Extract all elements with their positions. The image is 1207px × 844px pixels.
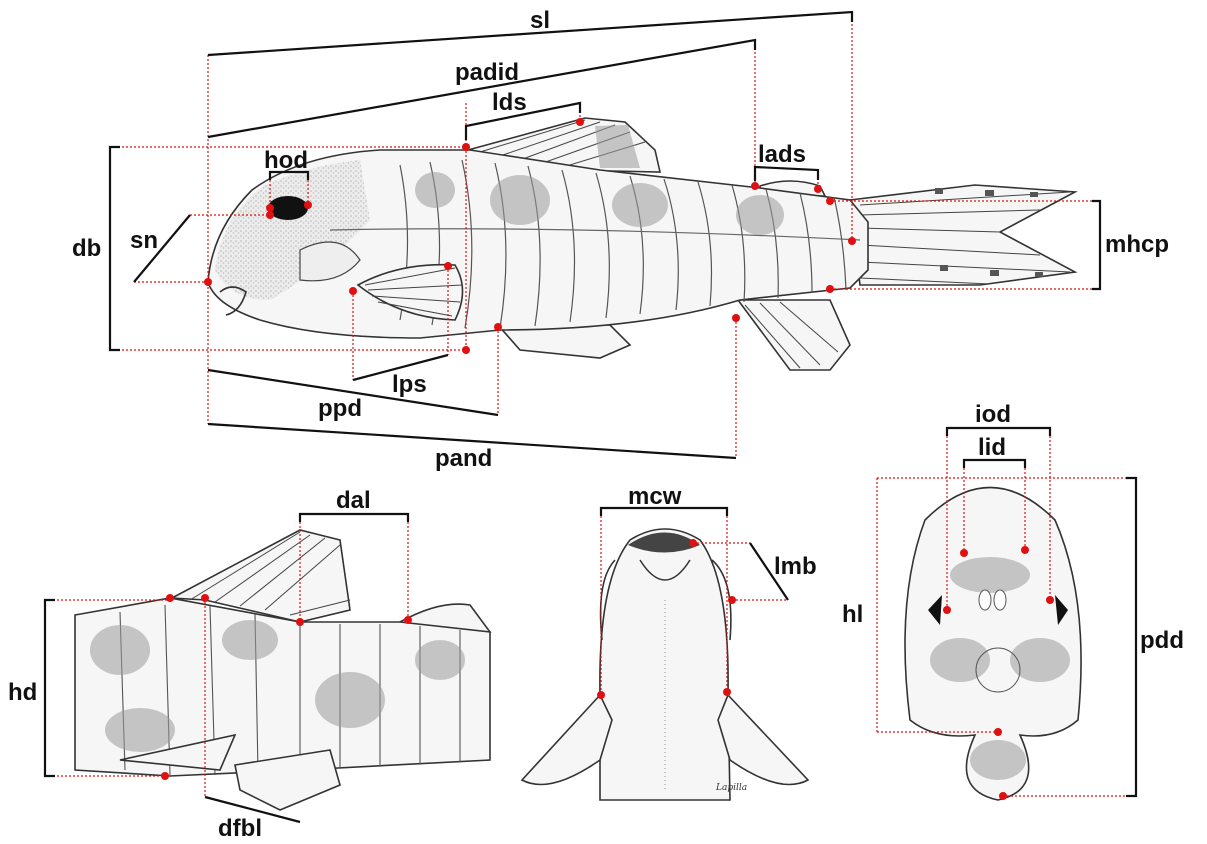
label-mcw: mcw [628, 483, 682, 510]
label-hd: hd [8, 679, 37, 706]
label-db: db [72, 235, 101, 262]
lid-bar [964, 460, 1025, 468]
label-mhcp: mhcp [1105, 231, 1169, 258]
dorsal-adipose-closeup [75, 530, 490, 810]
anal-fin [738, 300, 850, 370]
ventral-left-pectoral [522, 695, 612, 785]
nostril-left [979, 590, 991, 610]
caudal-fin [850, 185, 1075, 285]
db-bar [110, 147, 120, 350]
label-hl: hl [842, 601, 863, 628]
ventral-view: Lapilla [522, 529, 808, 800]
label-lmb: lmb [774, 553, 817, 580]
label-sl: sl [530, 7, 550, 34]
label-lps: lps [392, 371, 427, 398]
label-ppd: ppd [318, 395, 362, 422]
label-pdd: pdd [1140, 627, 1184, 654]
nostril-right [994, 590, 1006, 610]
label-sn: sn [130, 227, 158, 254]
dorsal-head-view [905, 488, 1081, 801]
pdd-bar [1126, 478, 1136, 796]
hd-bar [45, 600, 55, 776]
artist-signature: Lapilla [715, 783, 747, 793]
label-iod: iod [975, 401, 1011, 428]
dal-bar [300, 514, 408, 522]
label-hod: hod [264, 147, 308, 174]
label-lds: lds [492, 89, 527, 116]
label-dal: dal [336, 487, 371, 514]
lateral-view-fish [208, 118, 1075, 370]
label-lads: lads [758, 141, 806, 168]
label-padid: padid [455, 59, 519, 86]
ventral-right-pectoral [718, 695, 808, 785]
mhcp-bar [1092, 201, 1100, 289]
lads-bar [755, 167, 818, 181]
label-dfbl: dfbl [218, 815, 262, 842]
label-lid: lid [978, 434, 1006, 461]
label-pand: pand [435, 445, 492, 472]
